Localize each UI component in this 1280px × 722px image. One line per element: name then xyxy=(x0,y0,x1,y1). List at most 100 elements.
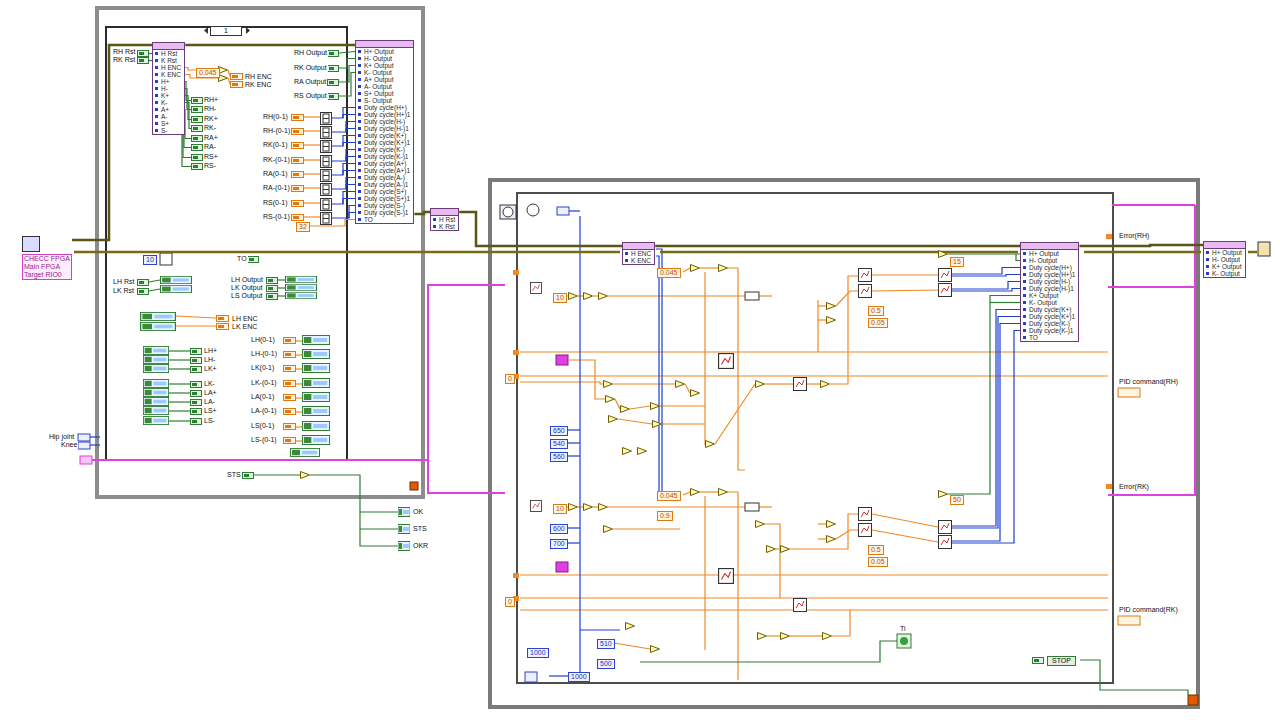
polyline-shape xyxy=(613,528,680,529)
use-shape xyxy=(138,58,149,64)
use-shape xyxy=(302,364,329,373)
polyline-shape xyxy=(728,492,738,680)
use-shape xyxy=(141,312,176,320)
terminal-label: LK-(0-1) xyxy=(250,379,278,387)
use-shape xyxy=(859,285,872,298)
use-shape xyxy=(328,66,339,72)
use-shape xyxy=(794,599,807,612)
polyline-shape xyxy=(765,383,793,384)
polyline-shape xyxy=(566,527,580,528)
fpga-reference: CHECC FPGA Main FPGA Target RIO0 xyxy=(22,236,72,280)
polyline-shape xyxy=(332,206,355,219)
use-shape xyxy=(284,366,296,372)
property-item: Duty cycle(A-) xyxy=(356,174,413,181)
polyline-shape xyxy=(1080,660,1188,695)
property-node: H RstK Rst xyxy=(430,208,459,231)
use-shape xyxy=(604,381,613,388)
property-item: H- xyxy=(153,85,184,92)
polyline-shape xyxy=(776,548,780,549)
integer-constant: 600 xyxy=(550,524,568,534)
use-shape xyxy=(292,172,304,178)
numeric-constant: 0.05 xyxy=(868,318,888,328)
polyline-shape xyxy=(343,171,355,176)
use-shape xyxy=(143,416,168,424)
use-shape xyxy=(719,265,728,272)
polyline-shape xyxy=(836,291,858,306)
use-shape xyxy=(604,526,613,533)
terminals xyxy=(138,51,1044,664)
property-item: Duty cycle(K+) xyxy=(1021,306,1078,313)
structures xyxy=(78,8,1270,707)
polyline-shape xyxy=(836,530,858,539)
use-shape xyxy=(626,623,635,630)
array-block xyxy=(745,292,759,300)
terminal-label: LA+ xyxy=(203,389,218,397)
use-shape xyxy=(191,409,202,415)
terminal-label: PID command(RK) xyxy=(1118,606,1179,614)
property-item: Duty cycle(S+) xyxy=(356,188,413,195)
use-shape xyxy=(292,129,304,135)
property-item: Duty cycle(A+)1 xyxy=(356,167,413,174)
polyline-shape xyxy=(1248,251,1257,254)
terminal-label: RA Output xyxy=(293,78,327,86)
use-shape xyxy=(192,136,203,142)
polyline-shape xyxy=(428,460,505,493)
use-shape xyxy=(286,292,317,298)
numeric-constant: 50 xyxy=(950,495,964,505)
polyline-shape xyxy=(569,210,580,211)
reference-wire xyxy=(72,45,152,240)
frame-stop-terminal xyxy=(410,482,418,490)
polyline-shape xyxy=(169,420,190,421)
property-item: K Rst xyxy=(431,223,458,230)
use-shape xyxy=(286,284,317,290)
polyline-shape xyxy=(683,492,690,495)
terminal-label: LK(0-1) xyxy=(250,364,275,372)
numeric-constant: 32 xyxy=(296,222,310,232)
timed-loop-border xyxy=(517,193,1113,683)
use-shape xyxy=(398,542,410,551)
numeric-constant: 0.045 xyxy=(196,68,220,78)
polyline-shape xyxy=(228,78,230,84)
use-shape xyxy=(569,293,578,300)
property-item: Duty cycle(S-) xyxy=(356,202,413,209)
polyline-shape xyxy=(566,429,580,430)
property-item: Duty cycle(K-) xyxy=(356,146,413,153)
terminal-label: OK xyxy=(412,508,424,516)
use-shape xyxy=(859,508,872,521)
use-shape xyxy=(321,170,332,182)
polyline-shape xyxy=(304,173,320,174)
terminal-label: LH Rst xyxy=(112,278,135,286)
use-shape xyxy=(191,419,202,425)
polyline-shape xyxy=(807,383,820,384)
use-shape xyxy=(691,390,700,397)
use-shape xyxy=(302,422,329,431)
use-shape xyxy=(321,184,332,196)
use-shape xyxy=(321,113,332,125)
terminal-label: LH+ xyxy=(203,347,218,355)
polyline-shape xyxy=(700,267,718,268)
property-item: K Rst xyxy=(153,57,184,64)
property-item: H- Output xyxy=(356,55,413,62)
polyline-shape xyxy=(360,511,398,512)
use-shape xyxy=(758,633,767,640)
property-item: Duty cycle(H+) xyxy=(1021,264,1078,271)
polyline-shape xyxy=(169,368,190,369)
use-shape xyxy=(143,379,168,387)
polyline-shape xyxy=(566,442,580,443)
polyline-shape xyxy=(614,643,650,649)
polyline-shape xyxy=(169,410,190,411)
polyline-shape xyxy=(704,496,705,650)
terminal-label: LS(0-1) xyxy=(250,422,275,430)
property-item: H ENC xyxy=(623,250,654,257)
use-shape xyxy=(756,381,765,388)
polyline-shape xyxy=(339,59,355,69)
property-item: K+ Output xyxy=(1204,263,1245,270)
use-shape xyxy=(823,633,832,640)
polyline-shape xyxy=(759,506,772,507)
terminal-label: LK+ xyxy=(203,365,218,373)
use-shape xyxy=(398,508,410,517)
terminal-label: LH Output xyxy=(230,276,264,284)
terminal-label: RK ENC xyxy=(244,81,272,89)
polyline-shape xyxy=(304,144,320,145)
polyline-shape xyxy=(304,159,320,160)
